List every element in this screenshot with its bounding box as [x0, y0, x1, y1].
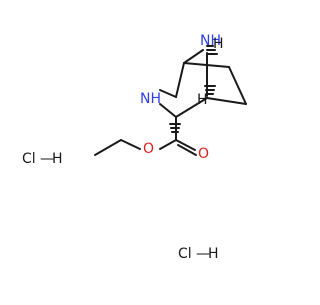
- salt-h-2: H: [208, 246, 219, 262]
- atom-stereo-h-bottom: H: [197, 92, 208, 108]
- atom-carbonyl-o: O: [198, 146, 209, 162]
- structure-canvas: NH NH O O H H Cl — H Cl — H: [22, 33, 247, 262]
- atom-stereo-h-top: H: [213, 36, 224, 52]
- hcl-salt-1: Cl — H: [22, 151, 63, 167]
- bond: [94, 139, 122, 156]
- stereo-hash-bonds: [169, 45, 218, 133]
- salt-cl-2: Cl: [178, 246, 192, 262]
- hcl-salts: Cl — H Cl — H: [22, 151, 219, 262]
- atom-bridge-nh: NH: [200, 33, 221, 49]
- salt-sep-2: —: [196, 246, 210, 262]
- bond: [159, 89, 177, 98]
- salt-cl-1: Cl: [22, 151, 36, 167]
- salt-sep-1: —: [40, 151, 54, 167]
- bond: [159, 103, 177, 118]
- bond: [177, 144, 197, 156]
- hcl-salt-2: Cl — H: [178, 246, 219, 262]
- bond: [175, 97, 208, 118]
- bond: [175, 139, 196, 151]
- bond: [175, 62, 185, 98]
- atom-ester-o: O: [143, 141, 154, 157]
- atom-labels: NH NH O O H H: [140, 33, 224, 162]
- molecule-diagram: NH NH O O H H Cl — H Cl — H: [22, 33, 247, 262]
- bond: [120, 139, 141, 150]
- bond: [228, 66, 247, 105]
- atom-ring-nh: NH: [140, 91, 161, 107]
- bond: [183, 49, 204, 64]
- bond: [159, 139, 177, 150]
- bond: [206, 97, 247, 105]
- salt-h-1: H: [52, 151, 63, 167]
- bond: [183, 62, 230, 68]
- bonds: [94, 49, 247, 156]
